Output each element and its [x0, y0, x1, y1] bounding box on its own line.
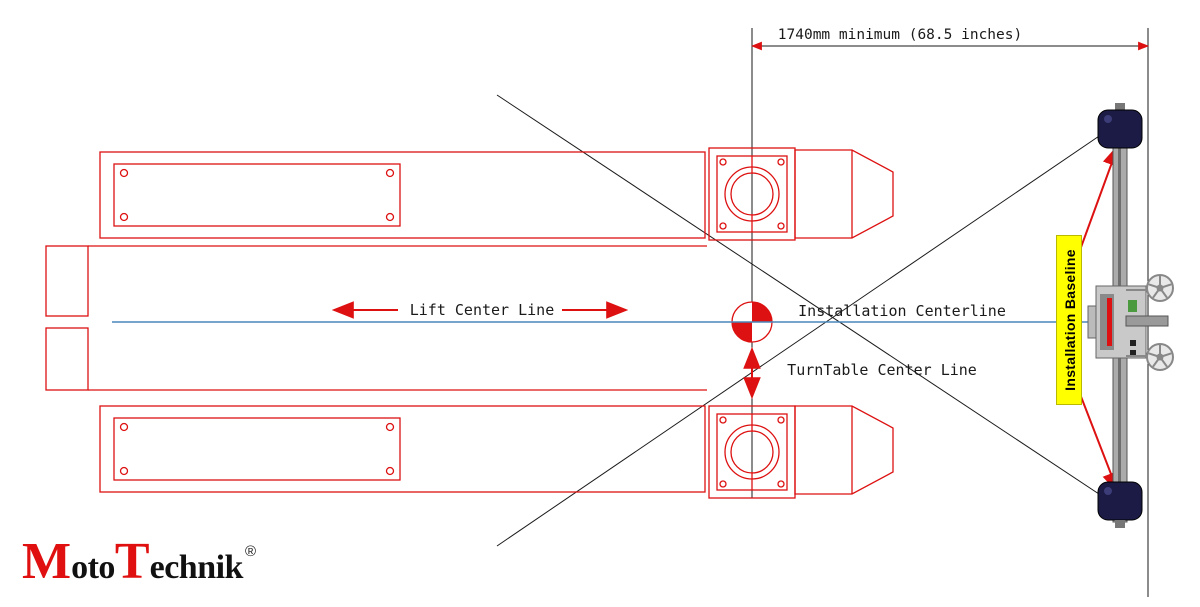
top-ramp: [794, 149, 894, 239]
dimension-text: 1740mm minimum (68.5 inches): [778, 27, 1022, 43]
bottom-ramp: [794, 405, 894, 495]
annotation-arrows: [331, 143, 1120, 495]
baseline-to-bottom-camera-arrow: [1079, 393, 1120, 495]
clamp-green-indicator: [1128, 300, 1137, 312]
wheel-clamp-knob-bottom: [1146, 343, 1174, 371]
installation-centerline-label: Installation Centerline: [798, 302, 1006, 320]
registered-trademark-icon: ®: [244, 543, 257, 560]
clamp-crossbar: [1125, 315, 1169, 327]
camera-beam-assembly: [1087, 103, 1174, 528]
diagram-labels: Lift Center Line Installation Centerline…: [410, 301, 1006, 379]
wheel-clamp-knob-top: [1146, 274, 1174, 302]
top-camera-icon: [1097, 103, 1143, 149]
left-crossbeam-structure: [45, 245, 707, 391]
turntable-center-line-label: TurnTable Center Line: [787, 361, 977, 379]
lift-center-line-label: Lift Center Line: [410, 301, 555, 319]
clamp-red-target-strip: [1107, 298, 1112, 346]
bottom-camera-icon: [1097, 481, 1143, 528]
logo-m-initial: M: [22, 533, 72, 590]
sight-line-bottom-left-to-top-camera: [496, 129, 1109, 547]
dimension-1740mm: 1740mm minimum (68.5 inches): [750, 27, 1150, 51]
center-target-symbol: [731, 301, 773, 343]
lift-drawing: [45, 147, 894, 499]
logo-echnik: echnik: [149, 549, 244, 586]
logo-oto: oto: [71, 549, 115, 586]
sight-line-top-left-to-bottom-camera: [496, 94, 1109, 501]
installation-baseline-label: Installation Baseline: [1056, 235, 1082, 405]
logo-t-initial: T: [114, 533, 150, 590]
top-runway: [99, 151, 706, 239]
baseline-to-top-camera-arrow: [1079, 143, 1120, 251]
center-clamp-assembly: [1087, 274, 1174, 371]
bottom-runway: [99, 405, 706, 493]
